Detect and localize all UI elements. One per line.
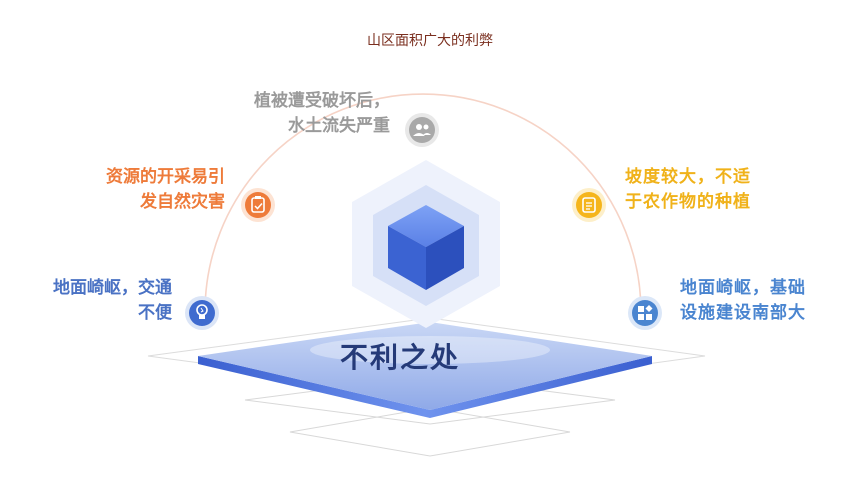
item-label-line: 水土流失严重 — [288, 116, 390, 136]
node-clipboard — [241, 188, 275, 222]
plate-outline-bottom — [289, 407, 571, 457]
cube-left — [388, 226, 426, 290]
node-lightbulb — [185, 296, 219, 330]
item-label-line: 地面崎岖，基础 — [680, 278, 806, 298]
cube-right — [426, 226, 464, 290]
item-label-transport: 地面崎岖，交通 不便 — [0, 276, 172, 326]
node-users — [405, 113, 439, 147]
item-label-line: 坡度较大，不适 — [625, 167, 751, 187]
main-plate — [198, 322, 652, 410]
item-label-line: 地面崎岖，交通 — [53, 278, 172, 298]
item-label-line: 不便 — [138, 303, 172, 323]
item-label-line: 资源的开采易引 — [106, 167, 225, 187]
item-label-line: 发自然灾害 — [140, 192, 225, 212]
item-label-line: 设施建设南部大 — [680, 303, 806, 323]
plate-glow — [310, 336, 550, 364]
node-document — [572, 188, 606, 222]
item-label-line: 于农作物的种植 — [625, 192, 751, 212]
node-grid-apps — [628, 296, 662, 330]
item-label-infrastructure: 地面崎岖，基础 设施建设南部大 — [680, 276, 860, 326]
item-label-line: 植被遭受破坏后， — [254, 91, 390, 111]
item-label-vegetation: 植被遭受破坏后， 水土流失严重 — [180, 89, 390, 139]
diagram-title: 山区面积广大的利弊 — [367, 33, 493, 49]
connector-arc — [204, 93, 642, 313]
center-label: 不利之处 — [339, 341, 460, 374]
item-label-slope: 坡度较大，不适 于农作物的种植 — [625, 165, 825, 215]
item-label-resources: 资源的开采易引 发自然灾害 — [40, 165, 225, 215]
